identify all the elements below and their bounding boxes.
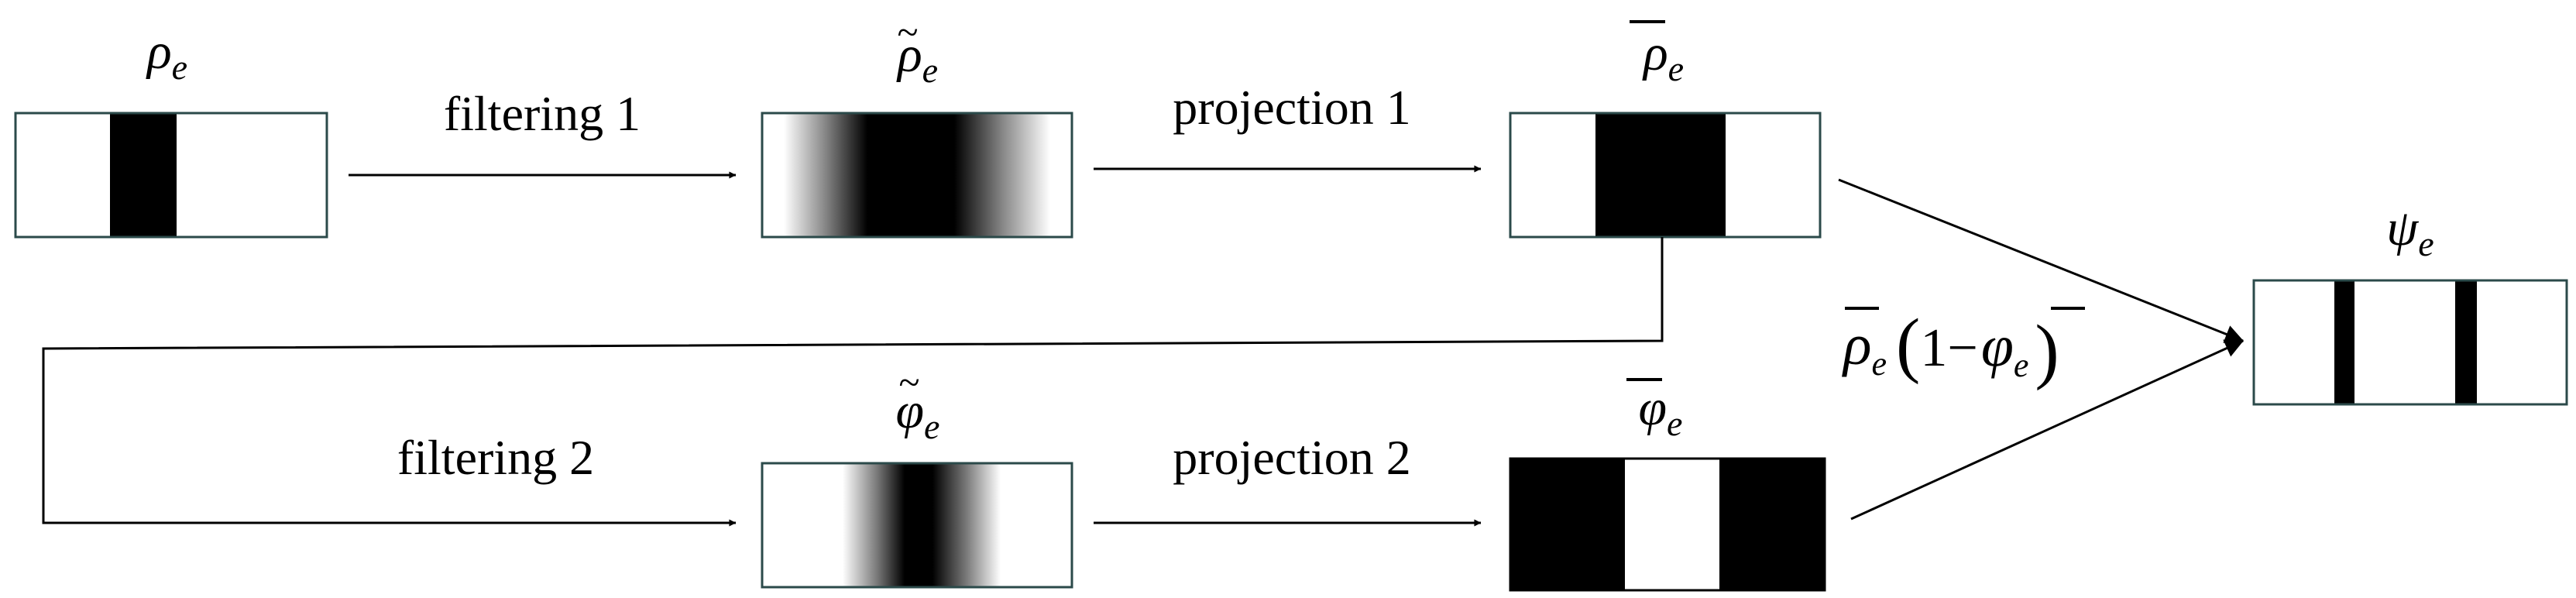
- connector-rho-bar-to-filtering-2: [42, 237, 1664, 527]
- arrow-phi-bar-to-psi: [1850, 339, 2245, 521]
- svg-text:ρe(1−φe): ρe(1−φe): [1842, 304, 2059, 391]
- label-projection-2: projection 2: [1173, 430, 1410, 485]
- label-filtering-1: filtering 1: [444, 86, 641, 141]
- boundary-band-right: [2455, 280, 2477, 404]
- label-filtering-2: filtering 2: [397, 430, 594, 485]
- filtered-density-gradient: [762, 113, 1072, 237]
- label-phi-bar: φe: [1639, 380, 1683, 443]
- void-region: [1625, 459, 1719, 590]
- box-psi-e: [2252, 279, 2568, 406]
- box-rho-e: [14, 112, 328, 239]
- solid-region: [110, 113, 177, 237]
- tilde-mark-phi: ~: [898, 360, 919, 404]
- box-phi-tilde: [761, 462, 1073, 589]
- label-phi-tilde: φe: [896, 383, 940, 446]
- label-rho-e: ρe: [146, 23, 187, 87]
- product-expression: ρe(1−φe): [1842, 304, 2085, 391]
- solid-region: [1595, 113, 1726, 237]
- label-projection-1: projection 1: [1173, 80, 1410, 135]
- box-phi-bar: [1509, 457, 1826, 592]
- box-rho-tilde: [761, 112, 1073, 239]
- filtered-density-gradient: [762, 463, 1072, 587]
- tilde-mark-rho: ~: [897, 10, 918, 53]
- boundary-band-left: [2334, 280, 2354, 404]
- label-psi-e: ψe: [2386, 200, 2433, 263]
- label-rho-tilde: ρe: [896, 26, 938, 90]
- arrow-rho-bar-to-psi: [1838, 178, 2245, 343]
- label-rho-bar: ρe: [1642, 25, 1684, 88]
- box-rho-bar: [1509, 112, 1822, 239]
